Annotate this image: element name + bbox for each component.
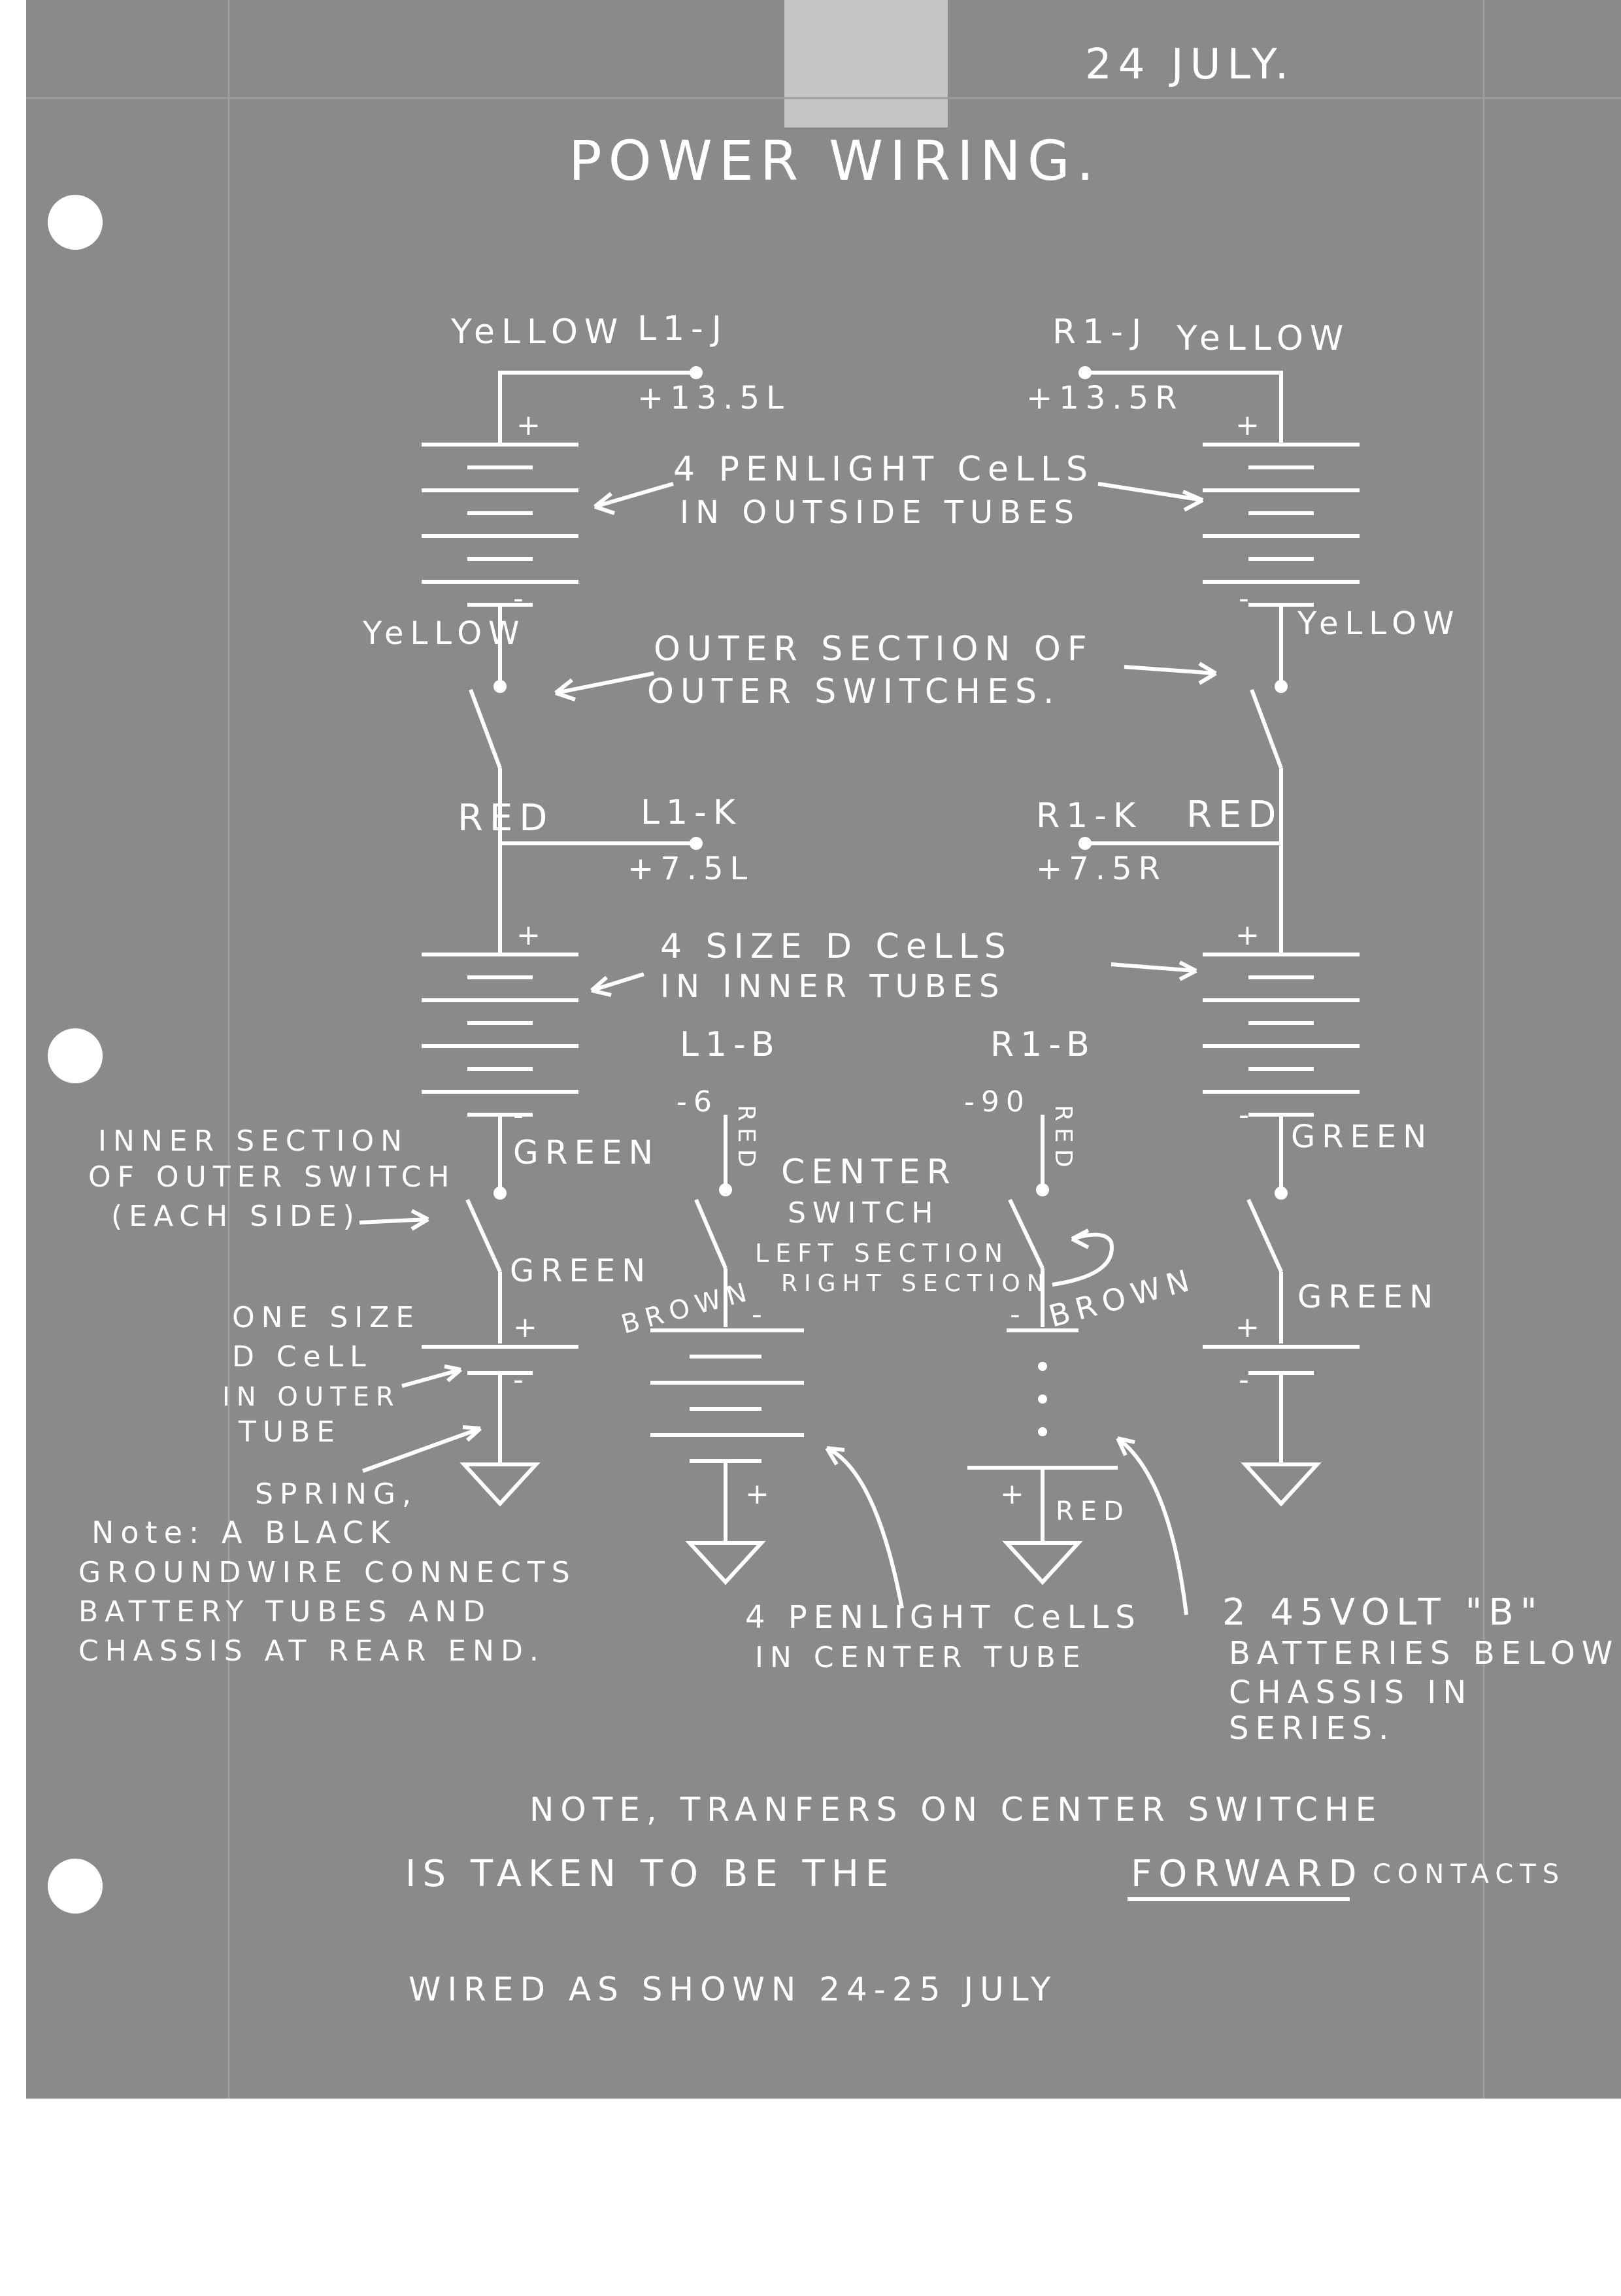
svg-text:-: - (513, 1098, 530, 1132)
paper-background (26, 0, 1621, 2099)
right-top-terminal: R1-J (1052, 312, 1148, 352)
dcells-inner-line2: IN INNER TUBES (660, 968, 1005, 1005)
spring-label: SPRING, (255, 1477, 418, 1511)
outer-switch-note-line1: OUTER SECTION OF (654, 630, 1094, 669)
tape-strip (784, 0, 948, 127)
right-yellow-wire-label: YeLLOW (1297, 605, 1461, 642)
right-green-wire-label-2: GREEN (1297, 1279, 1439, 1315)
terminal-dots (493, 366, 1288, 1436)
ground-note-line2: GROUNDWIRE CONNECTS (78, 1556, 577, 1589)
binder-hole-bottom (48, 1859, 103, 1914)
right-top-voltage: +13.5R (1026, 380, 1183, 416)
penlight-center-line2: IN CENTER TUBE (755, 1641, 1087, 1674)
left-top-terminal: L1-J (637, 309, 728, 348)
right-mid-terminal: R1-K (1036, 796, 1142, 836)
center-right-wire-label: RED (1050, 1105, 1077, 1173)
left-green-wire-label-1: GREEN (513, 1134, 660, 1172)
dcells-inner-line1: 4 SIZE D CeLLS (660, 927, 1012, 966)
svg-text:+: + (516, 919, 547, 952)
center-left-wire-label: RED (733, 1105, 760, 1173)
svg-text:-: - (1239, 1363, 1256, 1396)
svg-text:+: + (513, 1311, 544, 1344)
left-top-voltage: +13.5L (637, 380, 790, 416)
svg-text:+: + (1000, 1477, 1031, 1511)
left-mid-voltage: +7.5L (627, 851, 754, 887)
one-dcell-note-line2: D CeLL (232, 1340, 373, 1374)
left-mid-wire-label: RED (458, 797, 554, 839)
penlight-outside-line1: 4 PENLIGHT CeLLS (673, 450, 1094, 489)
b-batteries-line4: SERIES. (1229, 1710, 1395, 1747)
circuit-lines (359, 371, 1360, 1615)
right-section-label: RIGHT SECTION (781, 1270, 1051, 1297)
center-right-voltage: -90 (964, 1085, 1031, 1119)
ground-note-line4: CHASSIS AT REAR END. (78, 1634, 545, 1668)
inner-section-note-line1: INNER SECTION (98, 1124, 409, 1158)
outer-switch-note-line2: OUTER SWITCHES. (647, 672, 1061, 711)
left-green-wire-label-2: GREEN (510, 1253, 652, 1289)
transfer-note-line1: NOTE, TRANFERS ON CENTER SWITCHE (529, 1791, 1382, 1829)
binder-hole-middle (48, 1028, 103, 1083)
svg-text:-: - (1239, 1098, 1256, 1132)
one-dcell-note-line1: ONE SIZE (232, 1301, 420, 1334)
right-mid-voltage: +7.5R (1036, 851, 1167, 887)
b-batteries-line1: 2 45VOLT "B" (1222, 1591, 1544, 1634)
b-batteries-line3: CHASSIS IN (1229, 1674, 1473, 1711)
wired-note: WIRED AS SHOWN 24-25 JULY (409, 1970, 1057, 2008)
svg-text:+: + (1235, 919, 1266, 952)
center-switch-label-line1: CENTER (781, 1153, 957, 1192)
inner-section-note-line2: OF OUTER SWITCH (88, 1160, 456, 1194)
svg-text:+: + (745, 1477, 776, 1511)
red-wire-bottom: RED (1056, 1496, 1130, 1527)
transfer-note-line2: IS TAKEN TO BE THE (405, 1853, 895, 1895)
center-left-terminal: L1-B (680, 1025, 781, 1064)
svg-text:+: + (516, 409, 547, 442)
one-dcell-note-line4: TUBE (238, 1415, 341, 1449)
ground-note-line1: Note: A BLACK (92, 1515, 396, 1550)
svg-text:-: - (1010, 1298, 1027, 1331)
left-yellow-wire-label: YeLLOW (362, 615, 526, 652)
right-mid-wire-label: RED (1186, 794, 1282, 836)
left-mid-terminal: L1-K (641, 793, 742, 832)
polarity-marks: + - + - + - + - + - + - - - + + (513, 409, 1266, 1511)
svg-text:-: - (752, 1298, 769, 1331)
center-right-terminal: R1-B (990, 1025, 1096, 1064)
left-section-label: LEFT SECTION (755, 1239, 1009, 1268)
svg-text:+: + (1235, 1311, 1266, 1344)
penlight-outside-line2: IN OUTSIDE TUBES (680, 494, 1080, 531)
svg-text:-: - (513, 582, 530, 615)
left-top-wire-label: YeLLOW (450, 312, 624, 352)
ground-note-line3: BATTERY TUBES AND (78, 1595, 492, 1629)
b-batteries-line2: BATTERIES BELOW (1229, 1635, 1619, 1672)
date-label: 24 JULY. (1085, 41, 1295, 89)
svg-text:-: - (513, 1363, 530, 1396)
one-dcell-note-line3: IN OUTER (222, 1382, 401, 1412)
right-top-wire-label: YeLLOW (1176, 319, 1350, 358)
transfer-note-contacts: CONTACTS (1373, 1859, 1565, 1889)
penlight-center-line1: 4 PENLIGHT CeLLS (745, 1599, 1142, 1636)
page-title: POWER WIRING. (569, 129, 1101, 193)
binder-hole-top (48, 195, 103, 250)
right-green-wire-label-1: GREEN (1291, 1119, 1433, 1155)
center-left-voltage: -6 (677, 1085, 718, 1119)
svg-text:+: + (1235, 409, 1266, 442)
inner-section-note-line3: (EACH SIDE) (111, 1200, 361, 1233)
svg-text:-: - (1239, 582, 1256, 615)
center-switch-label-line2: SWITCH (788, 1196, 940, 1230)
transfer-note-forward: FORWARD (1131, 1853, 1363, 1895)
